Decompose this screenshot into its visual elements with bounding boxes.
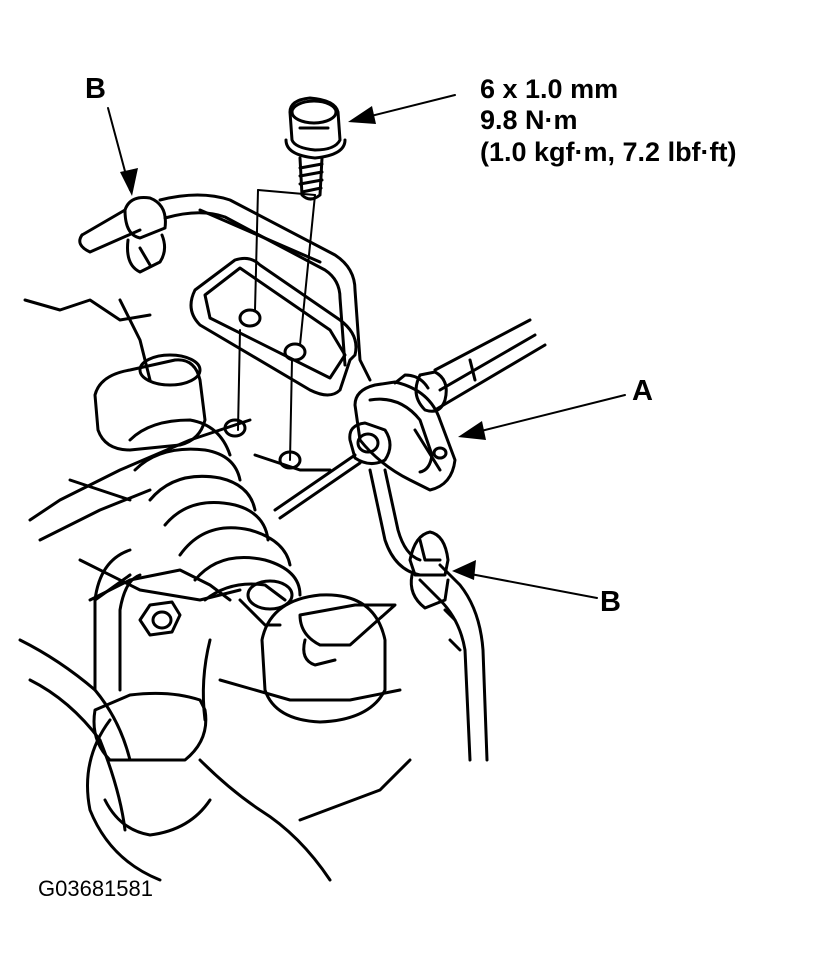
leader-lines (107, 94, 626, 599)
upper-pipe (78, 193, 372, 382)
lower-pipe (368, 468, 489, 762)
right-hose (414, 318, 547, 413)
label-b-top: B (85, 73, 106, 105)
upper-clip (123, 196, 167, 274)
small-nut (138, 600, 182, 637)
figure-code: G03681581 (38, 876, 153, 901)
slave-cylinder (93, 353, 302, 627)
bolt-torque-label: 9.8 N·m (480, 105, 578, 135)
label-a: A (632, 375, 653, 407)
reservoir (260, 593, 397, 724)
lower-clip (408, 530, 450, 610)
push-rod (273, 453, 362, 520)
engine-block-outline (18, 298, 412, 882)
label-b-right: B (600, 586, 621, 618)
clamp-a (348, 373, 457, 492)
bolt-torque-alt-label: (1.0 kgf·m, 7.2 lbf·ft) (480, 137, 737, 167)
arrowheads (120, 106, 486, 580)
lower-left-hose (92, 548, 212, 837)
bolt-size-label: 6 x 1.0 mm (480, 74, 619, 104)
mounting-bracket (189, 189, 358, 470)
flange-bolt (284, 96, 347, 201)
